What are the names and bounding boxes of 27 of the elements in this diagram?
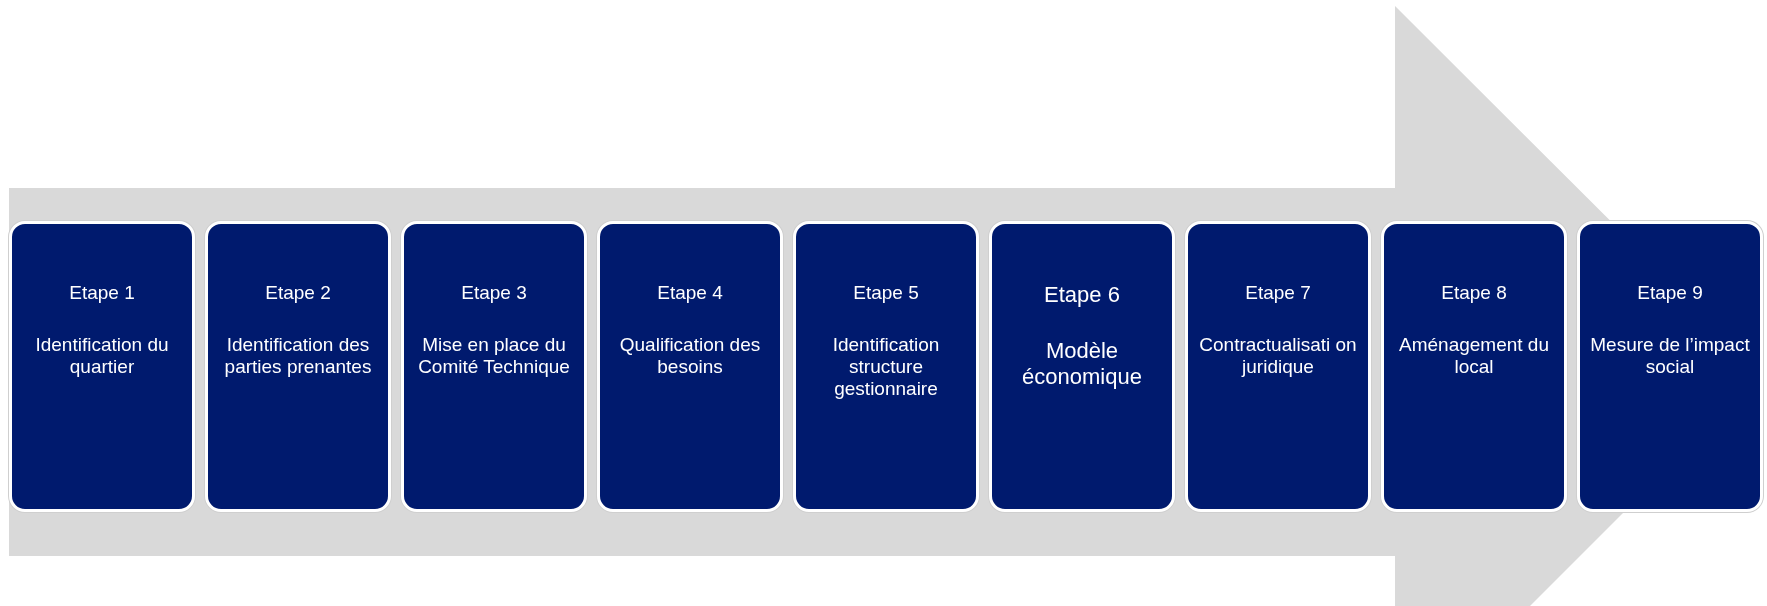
step-box	[401, 221, 587, 512]
step-box	[1381, 221, 1567, 512]
step-number: Etape 2	[265, 282, 331, 304]
step-title: Mise en place du Comité Technique	[417, 334, 571, 378]
step-title: Modèle économique	[1021, 338, 1143, 390]
step-title: Mesure de l’impact social	[1589, 334, 1751, 378]
step-number: Etape 6	[1044, 282, 1120, 308]
step-box	[793, 221, 979, 512]
step-box	[1577, 221, 1763, 512]
step-title: Identification des parties prenantes	[223, 334, 373, 378]
step-number: Etape 1	[69, 282, 135, 304]
step-number: Etape 9	[1637, 282, 1703, 304]
step-number: Etape 5	[853, 282, 919, 304]
step-number: Etape 4	[657, 282, 723, 304]
step-box	[205, 221, 391, 512]
step-number: Etape 7	[1245, 282, 1311, 304]
step-title: Qualification des besoins	[618, 334, 762, 378]
step-box	[1185, 221, 1371, 512]
step-box	[989, 221, 1175, 512]
step-number: Etape 8	[1441, 282, 1507, 304]
step-number: Etape 3	[461, 282, 527, 304]
step-title: Identification structure gestionnaire	[831, 334, 941, 400]
step-box	[9, 221, 195, 512]
step-title: Aménagement du local	[1398, 334, 1550, 378]
step-title: Contractualisati on juridique	[1198, 334, 1358, 378]
step-title: Identification du quartier	[34, 334, 170, 378]
step-box	[597, 221, 783, 512]
